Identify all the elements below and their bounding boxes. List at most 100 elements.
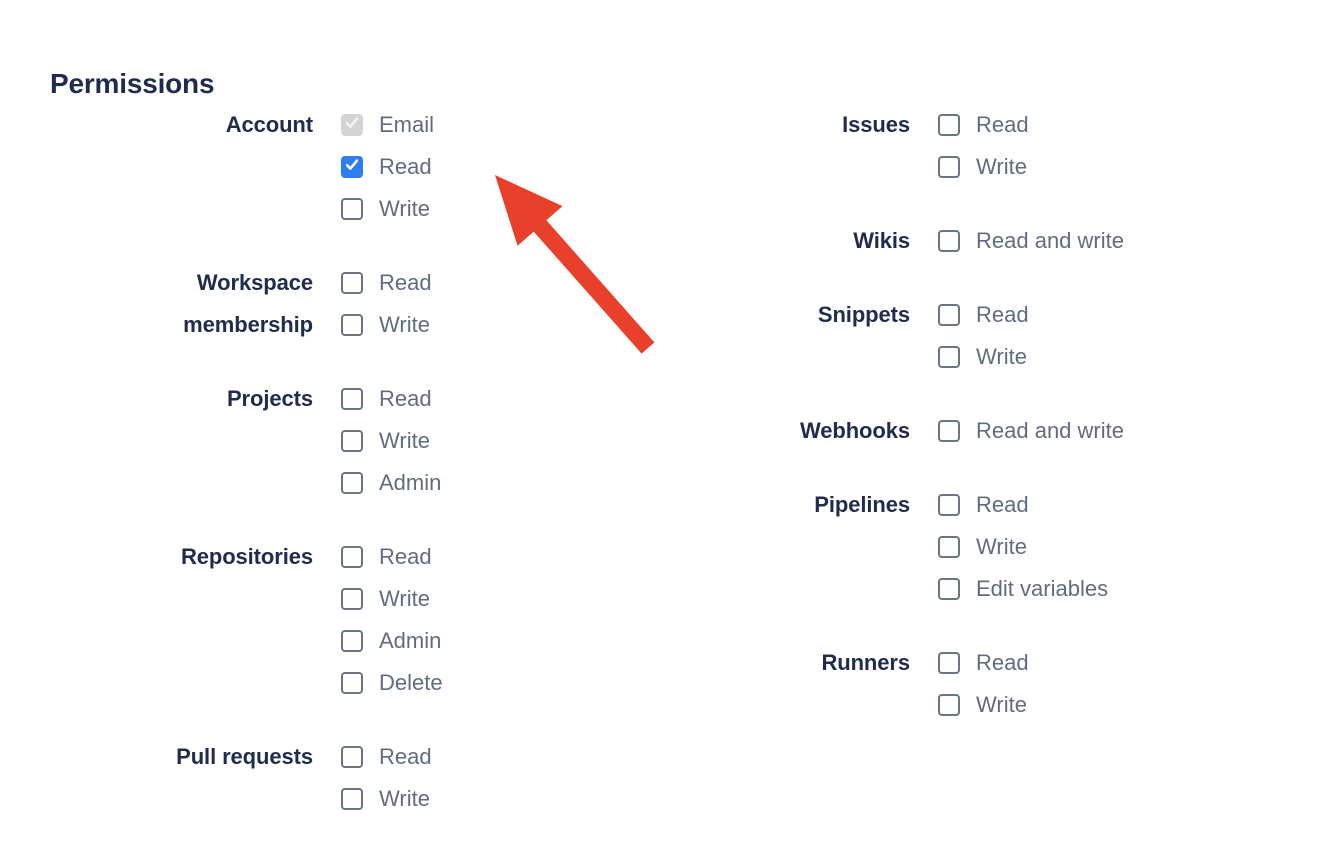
permission-group-label: Runners [660, 642, 938, 684]
checkbox-write[interactable] [341, 788, 363, 810]
checkbox-label[interactable]: Write [976, 692, 1027, 717]
checkbox-label[interactable]: Write [379, 786, 430, 811]
checkbox-label[interactable]: Write [379, 586, 430, 611]
checkmark-icon [346, 115, 358, 131]
permission-option-row[interactable]: Read [938, 104, 1322, 146]
permission-option-row[interactable]: Email [341, 104, 660, 146]
checkbox-read[interactable] [938, 304, 960, 326]
checkbox-label[interactable]: Read [976, 302, 1029, 327]
permission-option-row[interactable]: Write [341, 778, 660, 820]
checkbox-admin[interactable] [341, 630, 363, 652]
checkbox-write[interactable] [938, 536, 960, 558]
permission-option-row[interactable]: Read [341, 146, 660, 188]
permission-option-row[interactable]: Write [341, 188, 660, 230]
checkbox-read[interactable] [341, 388, 363, 410]
checkbox-label[interactable]: Read [379, 386, 432, 411]
permission-group-label-line: Account [225, 112, 313, 137]
permission-group-label: Webhooks [660, 410, 938, 452]
checkbox-admin[interactable] [341, 472, 363, 494]
checkbox-label[interactable]: Write [976, 344, 1027, 369]
permission-option-list: Read and write [938, 410, 1322, 452]
checkbox-read[interactable] [938, 114, 960, 136]
permission-option-row[interactable]: Write [938, 146, 1322, 188]
checkbox-label[interactable]: Read [976, 650, 1029, 675]
checkbox-label[interactable]: Read [379, 744, 432, 769]
permission-group-label-line: Repositories [180, 544, 313, 569]
checkbox-label[interactable]: Write [379, 196, 430, 221]
checkbox-read[interactable] [341, 272, 363, 294]
checkbox-label[interactable]: Read [976, 112, 1029, 137]
permission-option-row[interactable]: Admin [341, 462, 660, 504]
checkbox-read-and-write[interactable] [938, 420, 960, 442]
permission-group-label-line: membership [183, 312, 313, 337]
checkbox-read[interactable] [341, 156, 363, 178]
permission-option-row[interactable]: Read and write [938, 220, 1322, 262]
checkbox-read[interactable] [341, 546, 363, 568]
permission-option-row[interactable]: Read [341, 262, 660, 304]
checkbox-write[interactable] [341, 314, 363, 336]
checkbox-write[interactable] [938, 694, 960, 716]
permission-group-label-line: Webhooks [799, 418, 910, 443]
checkbox-label[interactable]: Write [379, 428, 430, 453]
checkbox-read[interactable] [938, 494, 960, 516]
checkbox-write[interactable] [938, 346, 960, 368]
checkbox-read[interactable] [938, 652, 960, 674]
permission-option-row[interactable]: Read [938, 294, 1322, 336]
checkbox-edit-variables[interactable] [938, 578, 960, 600]
checkbox-label[interactable]: Edit variables [976, 576, 1109, 601]
permission-group-label-line: Wikis [853, 228, 910, 253]
checkbox-label[interactable]: Write [976, 154, 1027, 179]
permission-option-row[interactable]: Write [938, 336, 1322, 378]
checkbox-write[interactable] [341, 430, 363, 452]
permission-group-label: Snippets [660, 294, 938, 336]
permission-option-row[interactable]: Read [341, 736, 660, 778]
checkbox-read[interactable] [341, 746, 363, 768]
permission-option-row[interactable]: Delete [341, 662, 660, 704]
checkbox-label[interactable]: Read [379, 154, 432, 179]
permission-option-row[interactable]: Write [341, 304, 660, 346]
checkbox-label[interactable]: Admin [379, 470, 442, 495]
permission-group-label-line: Pipelines [814, 492, 910, 517]
permission-option-row[interactable]: Admin [341, 620, 660, 662]
checkbox-label[interactable]: Admin [379, 628, 442, 653]
checkbox-write[interactable] [341, 588, 363, 610]
checkbox-label[interactable]: Write [379, 312, 430, 337]
permission-option-list: Read and write [938, 220, 1322, 262]
checkbox-label[interactable]: Read and write [976, 228, 1124, 253]
permission-option-row[interactable]: Write [938, 526, 1322, 568]
checkbox-label[interactable]: Email [379, 112, 435, 137]
permission-option-row[interactable]: Read [938, 484, 1322, 526]
checkbox-label[interactable]: Read [976, 492, 1029, 517]
permission-option-row[interactable]: Read and write [938, 410, 1322, 452]
permission-option-row[interactable]: Read [341, 378, 660, 420]
page-title: Permissions [50, 67, 215, 99]
checkbox-label[interactable]: Delete [379, 670, 443, 695]
permission-group-label-line: Workspace [196, 270, 313, 295]
permission-group-label: Wikis [660, 220, 938, 262]
permission-option-row[interactable]: Read [341, 536, 660, 578]
checkbox-label[interactable]: Read and write [976, 418, 1124, 443]
permission-option-row[interactable]: Edit variables [938, 568, 1322, 610]
checkbox-read-and-write[interactable] [938, 230, 960, 252]
checkbox-write[interactable] [341, 198, 363, 220]
checkbox-label[interactable]: Read [379, 544, 432, 569]
permission-option-row[interactable]: Write [938, 684, 1322, 726]
checkbox-write[interactable] [938, 156, 960, 178]
permission-option-row[interactable]: Read [938, 642, 1322, 684]
permission-group-label: Workspace membership [0, 262, 341, 346]
checkbox-label[interactable]: Write [976, 534, 1027, 559]
permission-option-row[interactable]: Write [341, 420, 660, 462]
permission-option-row[interactable]: Write [341, 578, 660, 620]
checkbox-label[interactable]: Read [379, 270, 432, 295]
checkbox-delete[interactable] [341, 672, 363, 694]
